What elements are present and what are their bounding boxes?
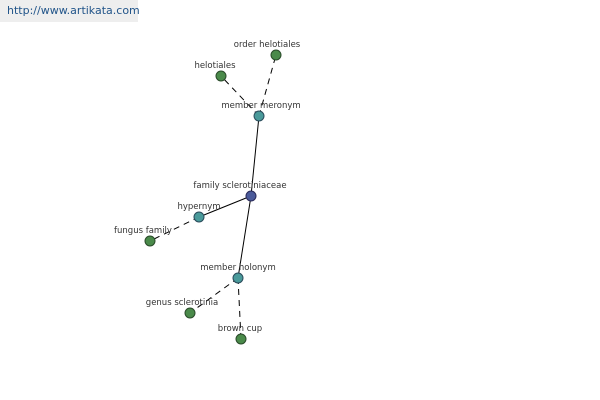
node-member-holonym[interactable]	[232, 272, 244, 284]
label-brown-cup: brown cup	[218, 324, 262, 334]
edge-holonym-genus-sclerotinia	[189, 277, 239, 314]
label-genus-sclerotinia: genus sclerotinia	[146, 298, 218, 308]
label-helotiales: helotiales	[194, 61, 236, 71]
node-hypernym[interactable]	[193, 211, 205, 223]
edge-center-hypernym	[198, 195, 252, 218]
edge-center-member-meronym	[250, 115, 260, 197]
watermark: http://www.artikata.com	[0, 0, 140, 22]
label-order-helotiales: order helotiales	[234, 40, 301, 50]
edge-meronym-helotiales	[220, 75, 260, 117]
node-fungus-family[interactable]	[144, 235, 156, 247]
label-fungus-family: fungus family	[114, 226, 172, 236]
edge-center-member-holonym	[237, 195, 252, 279]
label-member-meronym: member meronym	[221, 101, 300, 111]
label-hypernym: hypernym	[177, 202, 220, 212]
node-family-sclerotiniaceae[interactable]	[245, 190, 257, 202]
node-helotiales[interactable]	[215, 70, 227, 82]
edge-hypernym-fungus-family	[149, 216, 200, 242]
node-order-helotiales[interactable]	[270, 49, 282, 61]
label-member-holonym: member holonym	[200, 263, 275, 273]
watermark-text: http://www.artikata.com	[7, 4, 140, 17]
node-member-meronym[interactable]	[253, 110, 265, 122]
label-family-sclerotiniaceae: family sclerotiniaceae	[193, 181, 286, 191]
node-genus-sclerotinia[interactable]	[184, 307, 196, 319]
node-brown-cup[interactable]	[235, 333, 247, 345]
